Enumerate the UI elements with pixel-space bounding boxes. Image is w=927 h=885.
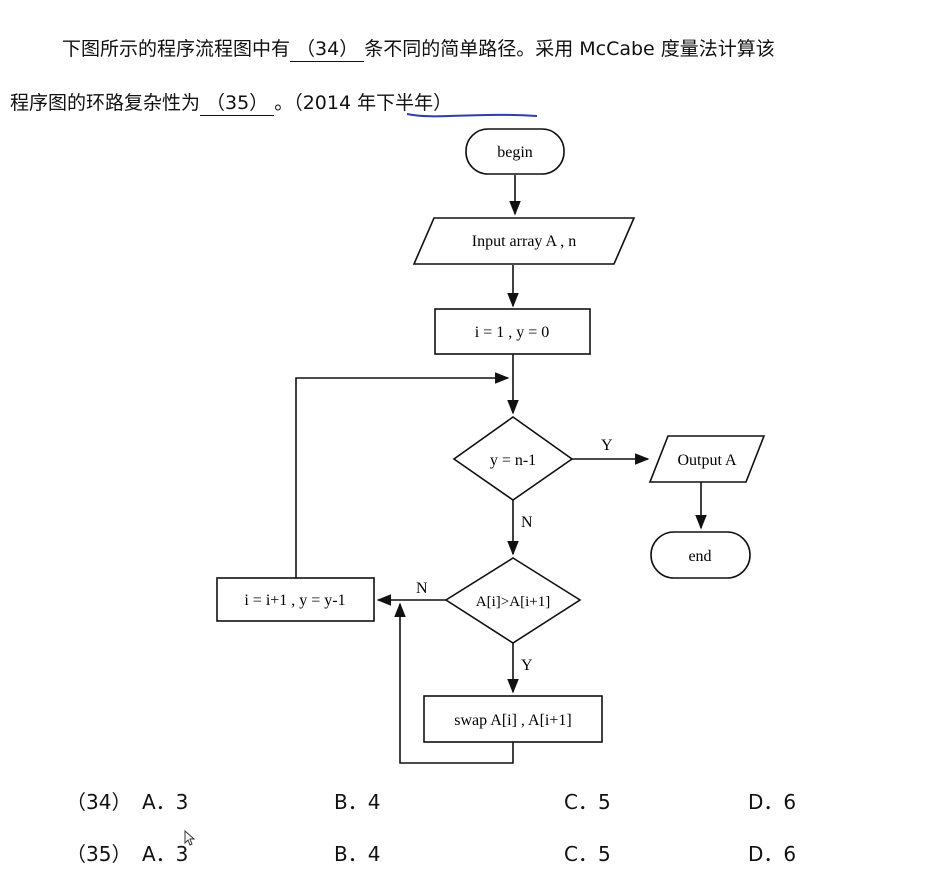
option-number: （35） <box>66 842 132 866</box>
option-b: B．4 <box>334 842 381 866</box>
output-parallelogram <box>648 435 766 483</box>
update-process <box>216 577 375 622</box>
option-b: B．4 <box>334 790 381 814</box>
question-text: 下图所示的程序流程图中有 <box>62 38 291 60</box>
option-d: D．6 <box>748 842 797 866</box>
blank-34: （34） <box>290 38 365 62</box>
output-label: Output A <box>677 452 737 469</box>
update-label: i = i+1 , y = y-1 <box>244 592 345 609</box>
input-parallelogram <box>412 217 636 265</box>
begin-terminal <box>465 128 565 175</box>
question-line-2: 程序图的环路复杂性为（35）。（2014 年下半年） <box>10 88 452 116</box>
branch-label-no: N <box>416 580 428 597</box>
mouse-cursor-icon <box>184 830 196 846</box>
decision-a <box>444 557 582 644</box>
input-label: Input array A , n <box>472 233 576 250</box>
branch-label-yes: Y <box>601 437 613 454</box>
option-number: （34） <box>66 790 132 814</box>
option-d: D．6 <box>748 790 797 814</box>
decision-y <box>452 416 574 501</box>
question-text: 程序图的环路复杂性为 <box>10 92 201 114</box>
end-terminal <box>650 531 751 579</box>
option-a: A．3 <box>142 790 189 814</box>
init-process <box>434 308 591 355</box>
decision-a-label: A[i]>A[i+1] <box>476 594 550 610</box>
option-a: A．3 <box>142 842 189 866</box>
end-label: end <box>688 548 711 565</box>
question-text: ） <box>433 92 453 114</box>
question-line-1: 下图所示的程序流程图中有（34）条不同的简单路径。采用 McCabe 度量法计算… <box>62 34 775 62</box>
question-text: 条不同的简单路径。采用 McCabe 度量法计算该 <box>364 38 775 60</box>
flow-connectors <box>295 175 707 764</box>
swap-process <box>423 695 603 743</box>
source-year: 2014 年下半年 <box>302 92 434 114</box>
option-c: C．5 <box>564 790 611 814</box>
init-label: i = 1 , y = 0 <box>475 324 550 341</box>
branch-label-yes: Y <box>521 657 533 674</box>
decision-y-label: y = n-1 <box>490 452 536 469</box>
blank-35: （35） <box>200 92 275 116</box>
swap-label: swap A[i] , A[i+1] <box>454 712 571 729</box>
branch-label-no: N <box>521 514 533 531</box>
question-text: 。（ <box>274 92 303 114</box>
handwritten-underline <box>406 113 538 118</box>
begin-label: begin <box>497 144 533 161</box>
option-c: C．5 <box>564 842 611 866</box>
